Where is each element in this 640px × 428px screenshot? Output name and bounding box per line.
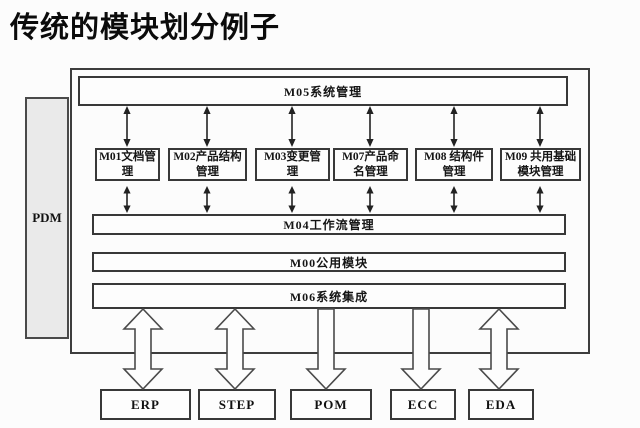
pdm-label: PDM (32, 210, 62, 225)
eda-label: EDA (485, 396, 517, 412)
bar-m00-common-module: M00公用模块 (92, 252, 566, 272)
module-m02-label: M02产品结构管理 (173, 150, 242, 178)
external-box-eda: EDA (468, 389, 534, 420)
module-m08-label: M08 结构件管理 (424, 150, 484, 178)
module-box-m08: M08 结构件管理 (415, 148, 493, 181)
erp-label: ERP (131, 396, 160, 412)
bar-m04-label: M04工作流管理 (283, 218, 375, 232)
step-label: STEP (218, 396, 256, 412)
pom-label: POM (314, 396, 348, 412)
bar-m05-system-management: M05系统管理 (78, 76, 568, 106)
module-m07-label: M07产品命名管理 (342, 150, 399, 178)
external-box-step: STEP (198, 389, 276, 420)
module-box-m01: M01文档管理 (95, 148, 160, 181)
bar-m05-label: M05系统管理 (283, 84, 363, 99)
bar-m06-system-integration: M06系统集成 (92, 283, 566, 309)
module-m01-label: M01文档管理 (99, 150, 156, 178)
module-box-m03: M03变更管理 (255, 148, 330, 181)
module-box-m07: M07产品命名管理 (333, 148, 408, 181)
module-box-m09: M09 共用基础模块管理 (500, 148, 581, 181)
module-m09-label: M09 共用基础模块管理 (504, 150, 577, 178)
ecc-label: ECC (407, 396, 439, 412)
page-title: 传统的模块划分例子 (10, 12, 281, 44)
bar-m00-label: M00公用模块 (289, 255, 369, 270)
module-m03-label: M03变更管理 (264, 150, 321, 178)
bar-m04-workflow-management: M04工作流管理 (92, 214, 566, 235)
external-box-ecc: ECC (390, 389, 456, 420)
module-box-m02: M02产品结构管理 (168, 148, 247, 181)
pdm-box: PDM (25, 97, 69, 339)
external-box-pom: POM (290, 389, 372, 420)
diagram-outer-frame (70, 68, 590, 354)
external-box-erp: ERP (100, 389, 191, 420)
bar-m06-label: M06系统集成 (289, 289, 369, 304)
